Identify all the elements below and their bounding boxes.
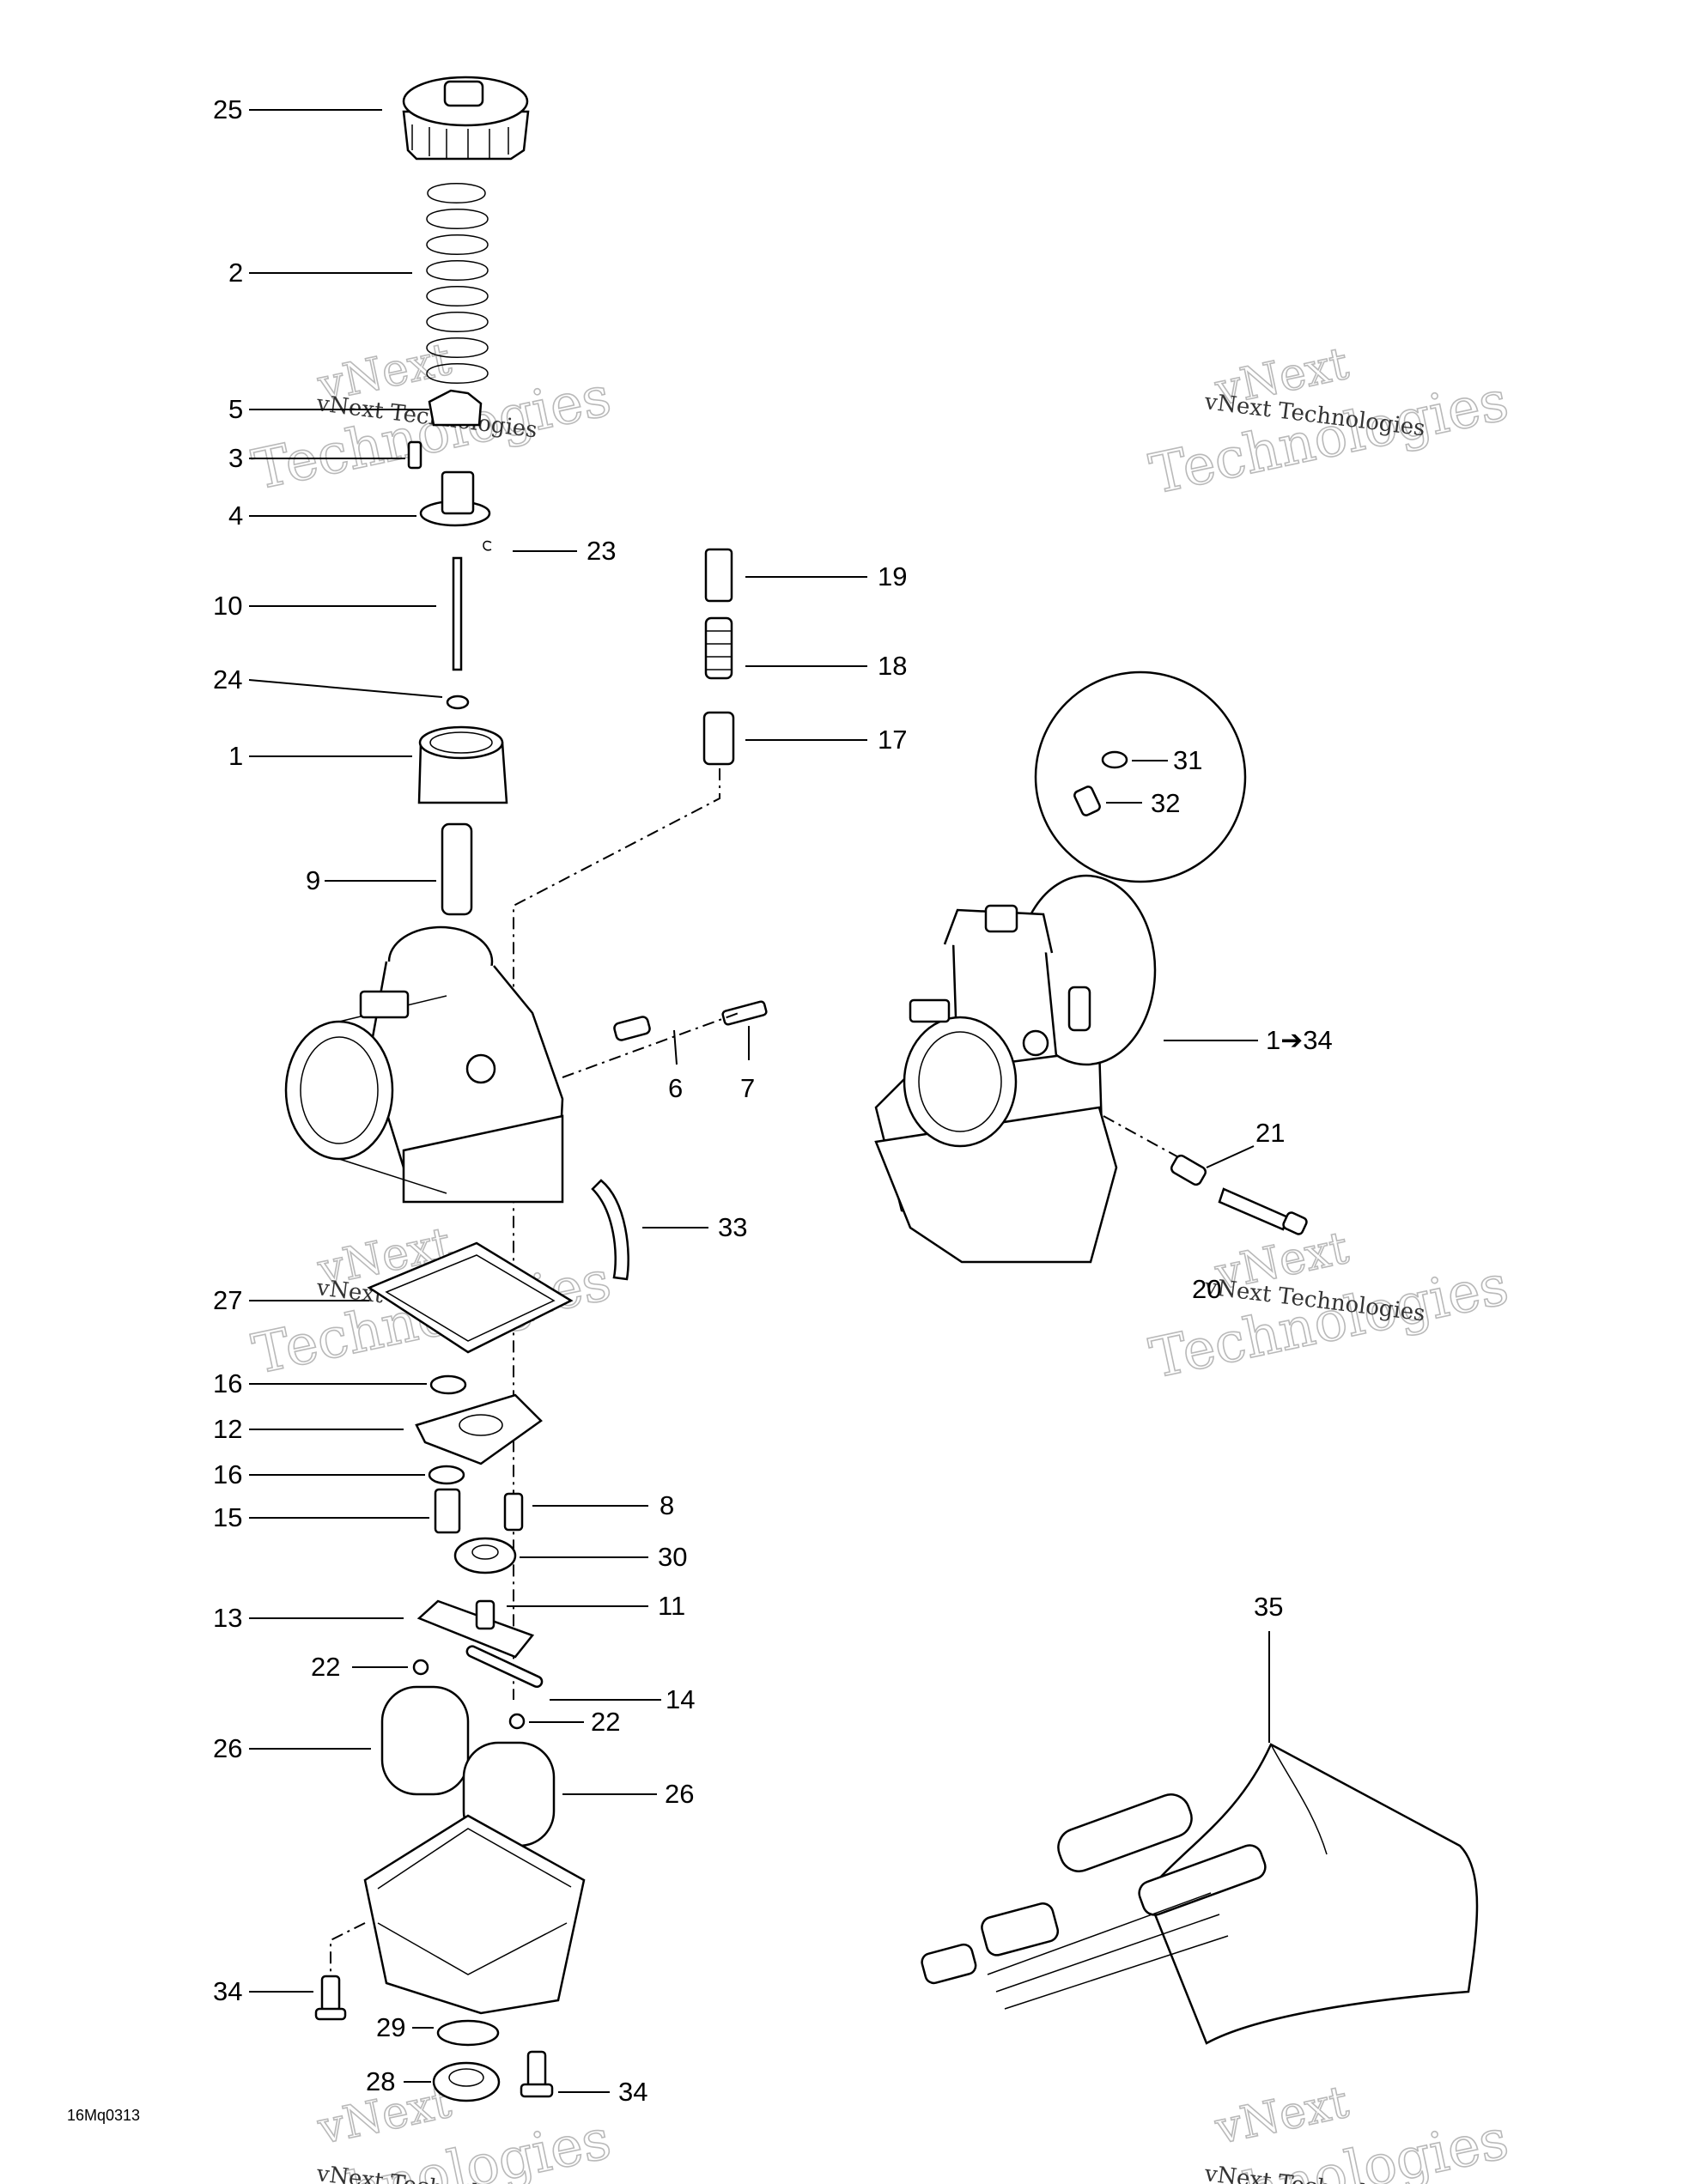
assembly-line-pilot-screw xyxy=(562,1012,739,1078)
part-spring-21 xyxy=(1170,1154,1207,1186)
callout-22a: 22 xyxy=(311,1652,340,1682)
callout-18: 18 xyxy=(878,651,907,681)
callout-32: 32 xyxy=(1151,788,1180,818)
part-pilot-spring-6 xyxy=(613,1016,651,1041)
callout-1-34: 1➔34 xyxy=(1266,1025,1333,1055)
part-oring-16a xyxy=(429,1374,467,1395)
leader-lines xyxy=(248,109,1270,2093)
part-needle-valve-11 xyxy=(475,1599,495,1630)
callout-29: 29 xyxy=(376,2012,405,2042)
callout-6: 6 xyxy=(668,1073,683,1103)
callout-8: 8 xyxy=(660,1490,674,1520)
callout-28: 28 xyxy=(366,2066,395,2096)
callout-34b: 34 xyxy=(618,2077,647,2107)
part-bowl-screw-34b xyxy=(520,2050,554,2098)
callout-26a: 26 xyxy=(213,1733,242,1763)
callout-11: 11 xyxy=(658,1591,685,1621)
callout-22b: 22 xyxy=(591,1707,620,1737)
part-eclip-23 xyxy=(483,540,492,551)
part-baffle-30 xyxy=(453,1537,517,1574)
part-washer-24 xyxy=(446,695,470,710)
part-cap-25 xyxy=(402,76,530,161)
part-needle-jet-9 xyxy=(441,822,473,916)
callout-25: 25 xyxy=(213,94,242,124)
callout-2: 2 xyxy=(228,258,243,288)
callout-33: 33 xyxy=(718,1212,747,1242)
part-plate-4 xyxy=(419,470,491,527)
watermark-top-left: vNext Technologies xyxy=(246,333,617,504)
callout-23: 23 xyxy=(587,536,616,566)
watermark-bottom-left: vNext Technologies xyxy=(246,2076,617,2184)
part-tool-kit-35 xyxy=(921,1743,1479,2045)
part-pilot-jet-8 xyxy=(503,1492,524,1532)
part-cable-guide-17 xyxy=(702,711,735,766)
watermark-bottom-right: vNext Technologies xyxy=(1144,2076,1514,2184)
callout-24: 24 xyxy=(213,664,242,695)
part-float-arm-13 xyxy=(416,1599,535,1659)
callout-15: 15 xyxy=(213,1502,242,1532)
part-drain-plug-28 xyxy=(432,2061,501,2102)
callout-26b: 26 xyxy=(665,1779,694,1809)
part-oring-16b xyxy=(428,1465,465,1485)
part-screw-22a xyxy=(412,1659,429,1676)
part-jet-holder-15 xyxy=(434,1488,461,1534)
callout-16a: 16 xyxy=(213,1368,242,1398)
part-gasket-27 xyxy=(367,1241,574,1354)
callout-9: 9 xyxy=(306,865,320,895)
callout-34a: 34 xyxy=(213,1976,242,2006)
callout-5: 5 xyxy=(228,394,243,424)
callout-20: 20 xyxy=(1192,1274,1221,1304)
part-air-screw-20 xyxy=(1218,1187,1308,1235)
part-plate-12 xyxy=(415,1393,543,1465)
assembly-line-bowl-screw xyxy=(330,1922,366,1975)
part-needle-10 xyxy=(452,556,463,671)
assembly-line-air-screw xyxy=(1103,1115,1190,1164)
callout-19: 19 xyxy=(878,561,907,592)
part-throttle-valve-1 xyxy=(417,725,508,804)
part-screw-3 xyxy=(407,440,422,470)
part-bowl-screw-34a xyxy=(314,1975,347,2021)
part-pilot-screw-7 xyxy=(721,1000,768,1026)
part-screw-22b xyxy=(508,1713,526,1730)
callout-16b: 16 xyxy=(213,1459,242,1489)
callout-labels: 25 2 5 3 4 23 10 19 18 24 1 17 31 32 9 1… xyxy=(213,94,1333,2107)
callout-21: 21 xyxy=(1255,1118,1285,1148)
callout-1: 1 xyxy=(228,741,243,771)
part-float-pin-14 xyxy=(465,1645,544,1688)
callout-13: 13 xyxy=(213,1603,242,1633)
callout-35: 35 xyxy=(1254,1592,1283,1622)
callout-14: 14 xyxy=(666,1684,695,1714)
callout-30: 30 xyxy=(658,1542,687,1572)
part-carburetor-assembly xyxy=(874,874,1157,1264)
callout-4: 4 xyxy=(228,500,243,531)
part-float-26a xyxy=(380,1685,470,1796)
callout-31: 31 xyxy=(1173,745,1202,775)
part-float-bowl xyxy=(363,1814,586,2015)
callout-12: 12 xyxy=(213,1414,242,1444)
callout-7: 7 xyxy=(740,1073,755,1103)
callout-3: 3 xyxy=(228,443,243,473)
callout-27: 27 xyxy=(213,1285,242,1315)
part-cable-adjuster-19 xyxy=(704,548,733,603)
part-clip-5 xyxy=(428,389,483,427)
part-carburetor-body xyxy=(284,925,564,1204)
callout-17: 17 xyxy=(878,725,907,755)
drawing-code: 16Mq0313 xyxy=(67,2107,140,2124)
part-spring-18 xyxy=(704,616,733,680)
part-spring-2 xyxy=(426,183,489,384)
part-hose-33 xyxy=(591,1179,629,1281)
part-oring-29 xyxy=(436,2019,500,2047)
callout-10: 10 xyxy=(213,591,242,621)
